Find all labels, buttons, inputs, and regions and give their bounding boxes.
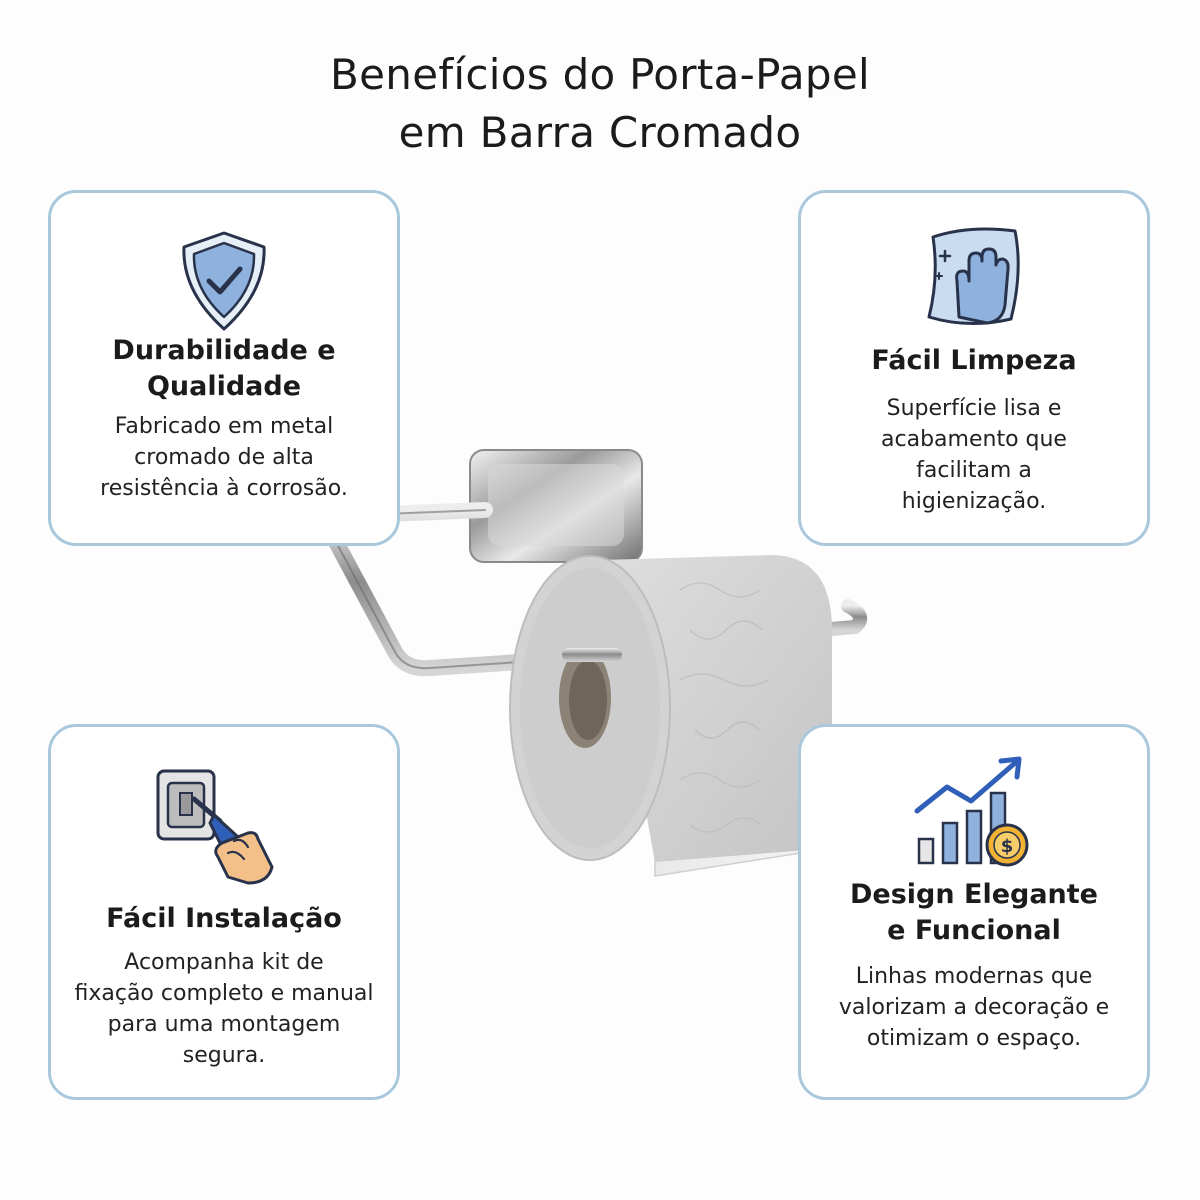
benefit-card-durability: Durabilidade e Qualidade Fabricado em me… [48,190,400,546]
cleaning-cloth-hand-icon [927,227,1020,325]
page-title-line-1: Benefícios do Porta-Papel [330,50,870,99]
benefit-card-cleaning: Fácil Limpeza Superfície lisa e acabamen… [798,190,1150,546]
card-description-line: acabamento que [881,427,1067,452]
svg-text:$: $ [1001,836,1014,857]
screwdriver-wall-mount-icon [156,769,274,885]
benefit-card-design: $ Design Elegante e Funcional Linhas mod… [798,724,1150,1100]
card-description-line: cromado de alta [134,445,314,470]
card-description-line: Acompanha kit de [124,950,324,975]
page-title: Benefícios do Porta-Papel em Barra Croma… [0,46,1200,162]
card-title: Durabilidade e Qualidade [51,333,397,405]
card-description: Linhas modernas que valorizam a decoraçã… [801,961,1147,1054]
toilet-paper-holder-image [325,449,868,877]
card-title: Fácil Instalação [106,903,342,934]
card-description: Superfície lisa e acabamento que facilit… [801,393,1147,517]
page-title-line-2: em Barra Cromado [398,108,802,157]
card-title-line-1: Design Elegante [850,879,1098,910]
benefit-card-installation: Fácil Instalação Acompanha kit de fixaçã… [48,724,400,1100]
card-title-line-2: Qualidade [146,371,302,402]
card-title-line-2: e Funcional [887,915,1061,946]
card-description: Fabricado em metal cromado de alta resis… [51,411,397,504]
card-description-line: fixação completo e manual [74,981,374,1006]
card-description-line: segura. [182,1043,266,1068]
card-description-line: Linhas modernas que [855,964,1093,989]
growth-chart-coin-icon: $ [914,756,1029,867]
card-description-line: valorizam a decoração e [838,995,1110,1020]
card-title: Fácil Limpeza [871,345,1077,376]
card-description-line: resistência à corrosão. [100,476,348,501]
card-description: Acompanha kit de fixação completo e manu… [51,947,397,1071]
shield-check-icon [182,231,266,331]
card-description-line: para uma montagem [107,1012,341,1037]
card-description-line: Superfície lisa e [886,396,1062,421]
card-description-line: Fabricado em metal [114,414,334,439]
card-description-line: otimizam o espaço. [866,1026,1082,1051]
card-description-line: facilitam a [916,458,1032,483]
card-title-line-1: Durabilidade e [112,335,336,366]
card-description-line: higienização. [901,489,1047,514]
card-title: Design Elegante e Funcional [801,877,1147,949]
